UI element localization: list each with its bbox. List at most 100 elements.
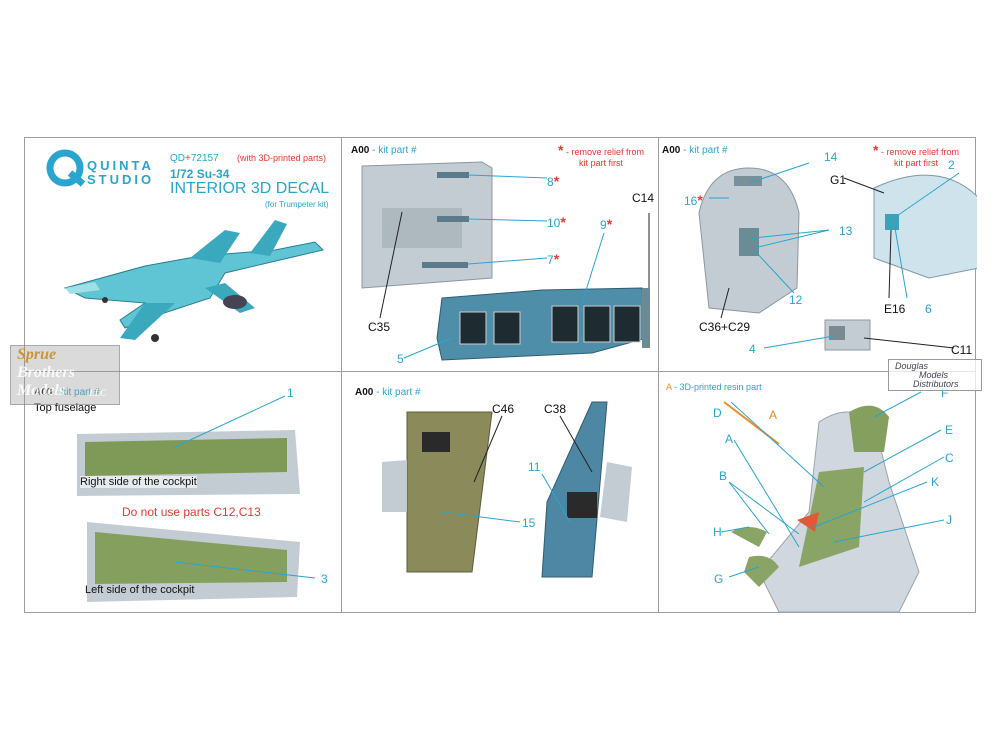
label-14: 14 <box>824 150 838 164</box>
label-3: 3 <box>321 572 328 586</box>
leader-k <box>813 481 928 528</box>
leader-1 <box>174 395 286 448</box>
leader-11 <box>541 473 571 523</box>
label-2: 2 <box>948 158 955 172</box>
leader-10 <box>467 218 548 222</box>
top-fuselage-label: Top fuselage <box>34 402 97 414</box>
consoles-art <box>382 401 632 578</box>
left-side-decal <box>95 532 287 584</box>
label-e16: E16 <box>884 302 906 316</box>
right-side-decal <box>85 438 287 476</box>
c35-recess <box>382 208 462 248</box>
resin-legend: A - 3D-printed resin part <box>666 382 762 392</box>
brand-line-1: QUINTA <box>87 158 154 173</box>
label-1: 1 <box>287 386 294 400</box>
label-7: 7* <box>547 251 560 267</box>
decal-7 <box>422 262 468 268</box>
panel-heading: A00 - kit part # <box>355 387 421 398</box>
leader-c <box>863 456 945 503</box>
leader-c11 <box>863 337 955 349</box>
mfd-screen <box>613 305 641 343</box>
panel-consoles: A00 - kit part # C46 C38 11 15 <box>342 372 658 614</box>
label-9: 9* <box>600 216 613 232</box>
kit-note: (for Trumpeter kit) <box>265 200 329 209</box>
right-side-label: Right side of the cockpit <box>80 476 197 488</box>
leader-4 <box>763 335 835 349</box>
leader-c38 <box>559 415 593 473</box>
label-4: 4 <box>749 342 756 356</box>
label-6: 6 <box>925 302 932 316</box>
c38-tab <box>600 462 632 522</box>
mfd-screen <box>551 305 579 343</box>
canopy-art <box>698 162 977 351</box>
dmd-line-1: Douglas <box>895 361 929 371</box>
leader-e <box>863 429 942 473</box>
leader-c36 <box>720 287 730 319</box>
decal-4 <box>829 326 845 340</box>
column-divider <box>341 138 342 612</box>
label-h: H <box>713 525 722 539</box>
decal-10 <box>437 216 469 222</box>
label-d: D <box>713 406 722 420</box>
seat-g <box>744 555 779 587</box>
label-c: C <box>945 451 954 465</box>
leader-e16 <box>888 229 892 299</box>
label-g: G <box>714 572 724 586</box>
label-12: 12 <box>789 293 803 307</box>
label-c14: C14 <box>632 191 655 205</box>
label-c38: C38 <box>544 402 567 416</box>
decal-8 <box>437 172 469 178</box>
leader-h <box>720 526 750 533</box>
label-13: 13 <box>839 224 853 238</box>
douglas-models-watermark: Douglas Models Distributors <box>888 359 982 391</box>
leader-2 <box>893 172 960 219</box>
left-side-label: Left side of the cockpit <box>85 584 195 596</box>
dmd-line-3: Distributors <box>913 379 959 389</box>
column-divider <box>658 138 659 612</box>
watermark-llc: LLC <box>89 388 106 398</box>
armrest-h <box>731 527 767 547</box>
console-detail <box>567 492 597 518</box>
watermark-line-3: Models <box>17 382 65 399</box>
brand-line-2: STUDIO <box>87 172 155 187</box>
mfd-screen <box>583 305 611 343</box>
leader-7 <box>467 257 548 265</box>
label-j: J <box>946 513 952 527</box>
leader-3 <box>174 561 316 579</box>
leader-9 <box>581 232 605 304</box>
panel-cockpit-sides: A00 - kit part # Top fuselage 1 Right si… <box>25 372 341 614</box>
product-title: INTERIOR 3D DECAL <box>170 180 330 197</box>
label-10: 10* <box>547 214 566 230</box>
console-detail <box>422 432 450 452</box>
headrest-f <box>849 405 889 452</box>
scale-model: 1/72 Su-34 <box>170 167 230 181</box>
label-e: E <box>945 423 954 437</box>
title-panel: QUINTA STUDIO QD+72157 (with 3D-printed … <box>25 138 341 371</box>
code-plus: + <box>185 153 191 164</box>
mfd-screen <box>493 311 521 345</box>
leader-c35 <box>379 211 403 319</box>
leader-g1 <box>843 177 885 194</box>
leader-g <box>728 566 760 578</box>
code-number: 72157 <box>190 153 219 164</box>
cockpit-sides-art <box>77 395 316 602</box>
leader-13b <box>753 229 830 249</box>
seat-cushion <box>799 467 864 567</box>
leader-f <box>873 391 922 418</box>
decal-13 <box>739 228 759 256</box>
label-8: 8* <box>547 173 560 189</box>
label-g1: G1 <box>830 173 847 187</box>
panel-heading: A00 - kit part # <box>662 145 728 156</box>
label-16: 16* <box>684 192 703 208</box>
leader-14 <box>748 162 810 184</box>
leader-15 <box>441 511 521 523</box>
label-f: F <box>941 386 949 400</box>
brand-logo-art <box>46 149 324 342</box>
leader-c46 <box>473 415 503 483</box>
label-c36-c29: C36+C29 <box>699 320 751 334</box>
row-divider <box>25 371 975 372</box>
dmd-line-2: Models <box>919 370 949 380</box>
